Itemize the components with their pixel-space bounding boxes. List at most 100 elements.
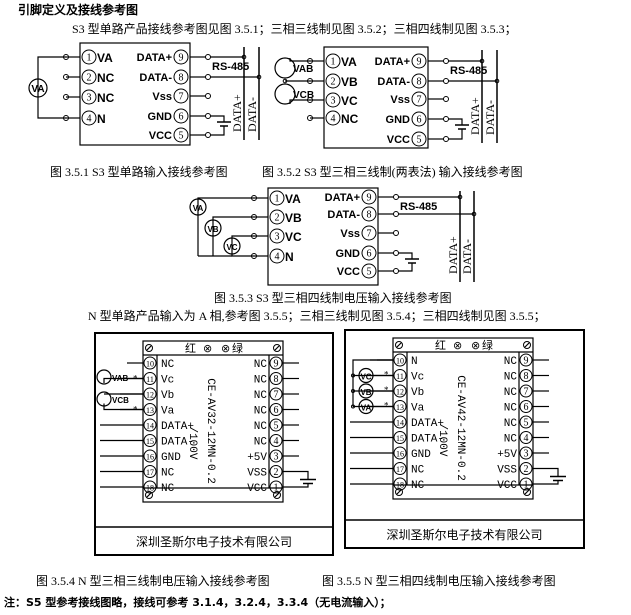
pin-label: NC <box>504 434 518 446</box>
meter-label: VCB <box>112 396 129 405</box>
pin-number-circle <box>411 111 427 127</box>
pin-number: 17 <box>146 468 154 477</box>
pin-label: DATA+ <box>411 418 444 430</box>
polarity-mark: * <box>133 374 138 384</box>
pin-label-gnd: GND <box>148 111 173 123</box>
pin-number: 5 <box>417 135 422 146</box>
pin-number-circle <box>393 369 407 382</box>
pin-label: DATA+ <box>161 421 194 433</box>
wire <box>448 118 463 125</box>
pin-number-circle <box>325 53 341 69</box>
pin-number-circle <box>361 263 377 279</box>
pin-label: NC <box>411 465 425 477</box>
pin-number-circle <box>519 477 533 491</box>
bus-label-data-plus: DATA+ <box>230 94 244 132</box>
pin-label-data+: DATA+ <box>325 192 360 204</box>
pin-label: VCC <box>247 483 267 495</box>
pin-number: 3 <box>87 93 92 104</box>
pin-number: 4 <box>87 114 92 125</box>
pin-number: 9 <box>417 57 422 68</box>
pin-label: Vc <box>161 375 174 387</box>
pin-number-circle <box>143 403 157 416</box>
pin-number-circle <box>393 415 407 429</box>
pin-label-vcc: VCC <box>149 130 172 142</box>
pin-number-circle <box>143 356 157 370</box>
terminal-icon <box>393 230 399 236</box>
screw-icon <box>145 491 153 499</box>
pin-number: 7 <box>367 229 372 240</box>
pin-number-circle <box>269 465 283 478</box>
pin-number-circle <box>143 480 157 494</box>
bus-label-data-plus: DATA+ <box>468 97 482 135</box>
pin-label: VSS <box>497 465 517 477</box>
pin-number-circle <box>81 110 97 126</box>
rs485-label: RS-485 <box>212 61 249 73</box>
pin-label-data-: DATA- <box>327 209 360 221</box>
pin-number-circle <box>269 228 285 244</box>
pin-number-circle <box>393 353 407 367</box>
led-red-label: 红 <box>435 339 446 352</box>
screw-icon <box>523 488 531 496</box>
pin-number-circle <box>519 415 533 429</box>
pin-number-circle <box>411 53 427 69</box>
pin-label: DATA- <box>411 434 444 446</box>
terminal-icon <box>205 93 211 99</box>
pin-number-circle <box>519 384 533 398</box>
pin-number: 2 <box>87 73 92 84</box>
terminal-icon <box>307 115 313 121</box>
pin-number: 16 <box>396 450 404 459</box>
pin-number: 4 <box>331 114 336 125</box>
meter-label: VAB <box>112 374 129 383</box>
meter-label: VCB <box>293 90 314 101</box>
pin-label-data+: DATA+ <box>375 56 410 68</box>
pin-number: 4 <box>274 436 279 447</box>
fig1-caption: 图 3.5.1 S3 型单路输入接线参考图 <box>50 164 228 179</box>
pin-number: 12 <box>396 388 404 397</box>
pin-number: 14 <box>396 419 404 428</box>
pin-number-circle <box>361 225 377 241</box>
pin-label: NC <box>254 437 268 449</box>
voltmeter-icon <box>358 383 374 399</box>
screw-icon <box>523 341 531 349</box>
screw-icon <box>524 489 530 495</box>
pin-label: NC <box>254 406 268 418</box>
wire <box>212 216 254 236</box>
pin-number: 1 <box>274 483 279 494</box>
pin-number: 7 <box>417 95 422 106</box>
screw-icon <box>146 492 152 498</box>
pin-number-circle <box>269 449 283 463</box>
pin-number: 10 <box>396 357 404 366</box>
pin-number: 13 <box>396 403 404 412</box>
bus-label-data-minus: DATA- <box>245 97 259 132</box>
pin-number: 1 <box>87 53 92 64</box>
pin-number: 5 <box>524 418 529 429</box>
pin-number: 8 <box>417 77 422 88</box>
pin-number-circle <box>393 384 407 398</box>
pin-number: 2 <box>275 213 280 224</box>
pin-label: GND <box>411 449 431 461</box>
pin-label: Vb <box>411 387 424 399</box>
junction <box>351 389 355 393</box>
wire <box>103 377 143 383</box>
pin-number: 6 <box>524 402 529 413</box>
wire <box>37 56 66 119</box>
terminal-icon <box>443 78 449 84</box>
fig5-caption: 图 3.5.5 N 型三相四线制电压输入接线参考图 <box>322 573 556 588</box>
fig4-caption: 图 3.5.4 N 型三相三线制电压输入接线参考图 <box>36 573 270 588</box>
pin-label-data-: DATA- <box>377 76 410 88</box>
voltmeter-icon <box>28 78 48 98</box>
polarity-mark: * <box>384 385 389 395</box>
intro-text: S3 型单路产品接线参考图见图 3.5.1；三相三线制见图 3.5.2；三相四线… <box>72 21 517 36</box>
module-body <box>392 337 534 500</box>
wire <box>533 480 559 485</box>
wire <box>448 129 463 140</box>
led-green-icon: ⊗ <box>221 342 230 355</box>
junction <box>351 373 355 378</box>
pin-label: NC <box>161 468 175 480</box>
pin-label-vss: Vss <box>390 94 410 106</box>
pin-label: NC <box>161 483 175 495</box>
screw-icon <box>396 342 402 348</box>
pin-number: 8 <box>274 374 279 385</box>
pin-label-nc: NC <box>97 71 115 85</box>
